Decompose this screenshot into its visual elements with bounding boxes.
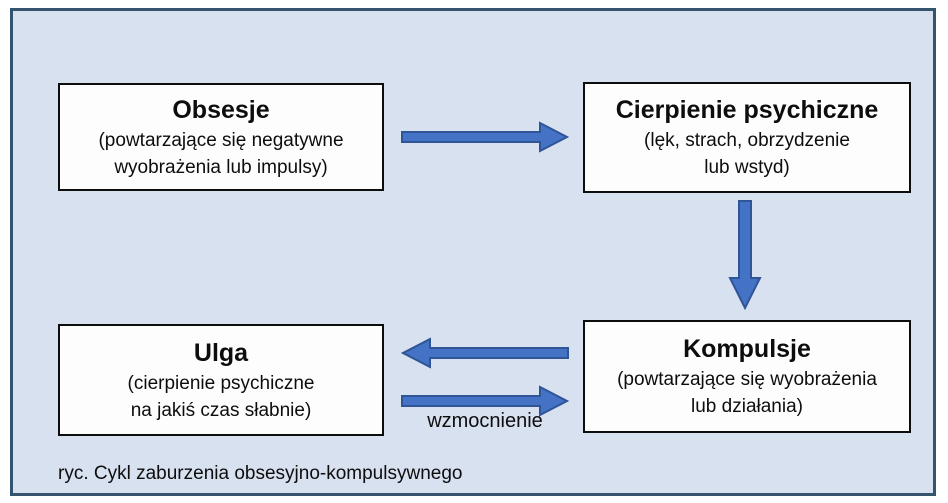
box-kompulsje-desc-line1: (powtarzające się wyobrażenia xyxy=(617,369,877,390)
box-kompulsje-desc-line2: lub działania) xyxy=(691,396,803,417)
box-obsesje-desc-line1: (powtarzające się negatywne xyxy=(98,129,344,151)
figure-caption: ryc. Cykl zaburzenia obsesyjno-kompulsyw… xyxy=(58,463,463,484)
box-ulga-title: Ulga xyxy=(193,338,249,367)
box-obsesje-title: Obsesje xyxy=(172,95,270,124)
box-obsesje-desc-line2: wyobrażenia lub impulsy) xyxy=(114,156,328,178)
box-cierpienie-psychiczne: Cierpienie psychiczne (lęk, strach, obrz… xyxy=(583,82,911,193)
arrow-obsesje-to-cierpienie-icon xyxy=(401,121,569,153)
arrow-kompulsje-to-ulga-icon xyxy=(401,337,569,369)
reinforcement-arrow-label: wzmocnienie xyxy=(427,410,543,432)
left-arrow-icon xyxy=(401,337,569,369)
arrow-cierpienie-to-kompulsje-icon xyxy=(728,200,762,310)
box-ulga-desc-line2: na jakiś czas słabnie) xyxy=(130,399,312,421)
box-kompulsje: Kompulsje (powtarzające się wyobrażenia … xyxy=(583,320,911,433)
box-ulga: Ulga (cierpienie psychiczne na jakiś cza… xyxy=(58,324,384,436)
box-ulga-desc-line1: (cierpienie psychiczne xyxy=(127,372,315,394)
box-obsesje: Obsesje (powtarzające się negatywne wyob… xyxy=(58,83,384,191)
diagram-frame: Obsesje (powtarzające się negatywne wyob… xyxy=(10,8,936,496)
right-arrow-icon xyxy=(401,121,569,153)
box-cierpienie-title: Cierpienie psychiczne xyxy=(615,96,879,124)
box-kompulsje-title: Kompulsje xyxy=(683,335,811,363)
down-arrow-icon xyxy=(728,200,762,310)
box-cierpienie-desc-line1: (lęk, strach, obrzydzenie xyxy=(644,130,850,151)
box-cierpienie-desc-line2: lub wstyd) xyxy=(704,157,790,178)
arrow-ulga-to-kompulsje-icon xyxy=(401,385,569,417)
right-arrow-icon xyxy=(401,385,569,417)
